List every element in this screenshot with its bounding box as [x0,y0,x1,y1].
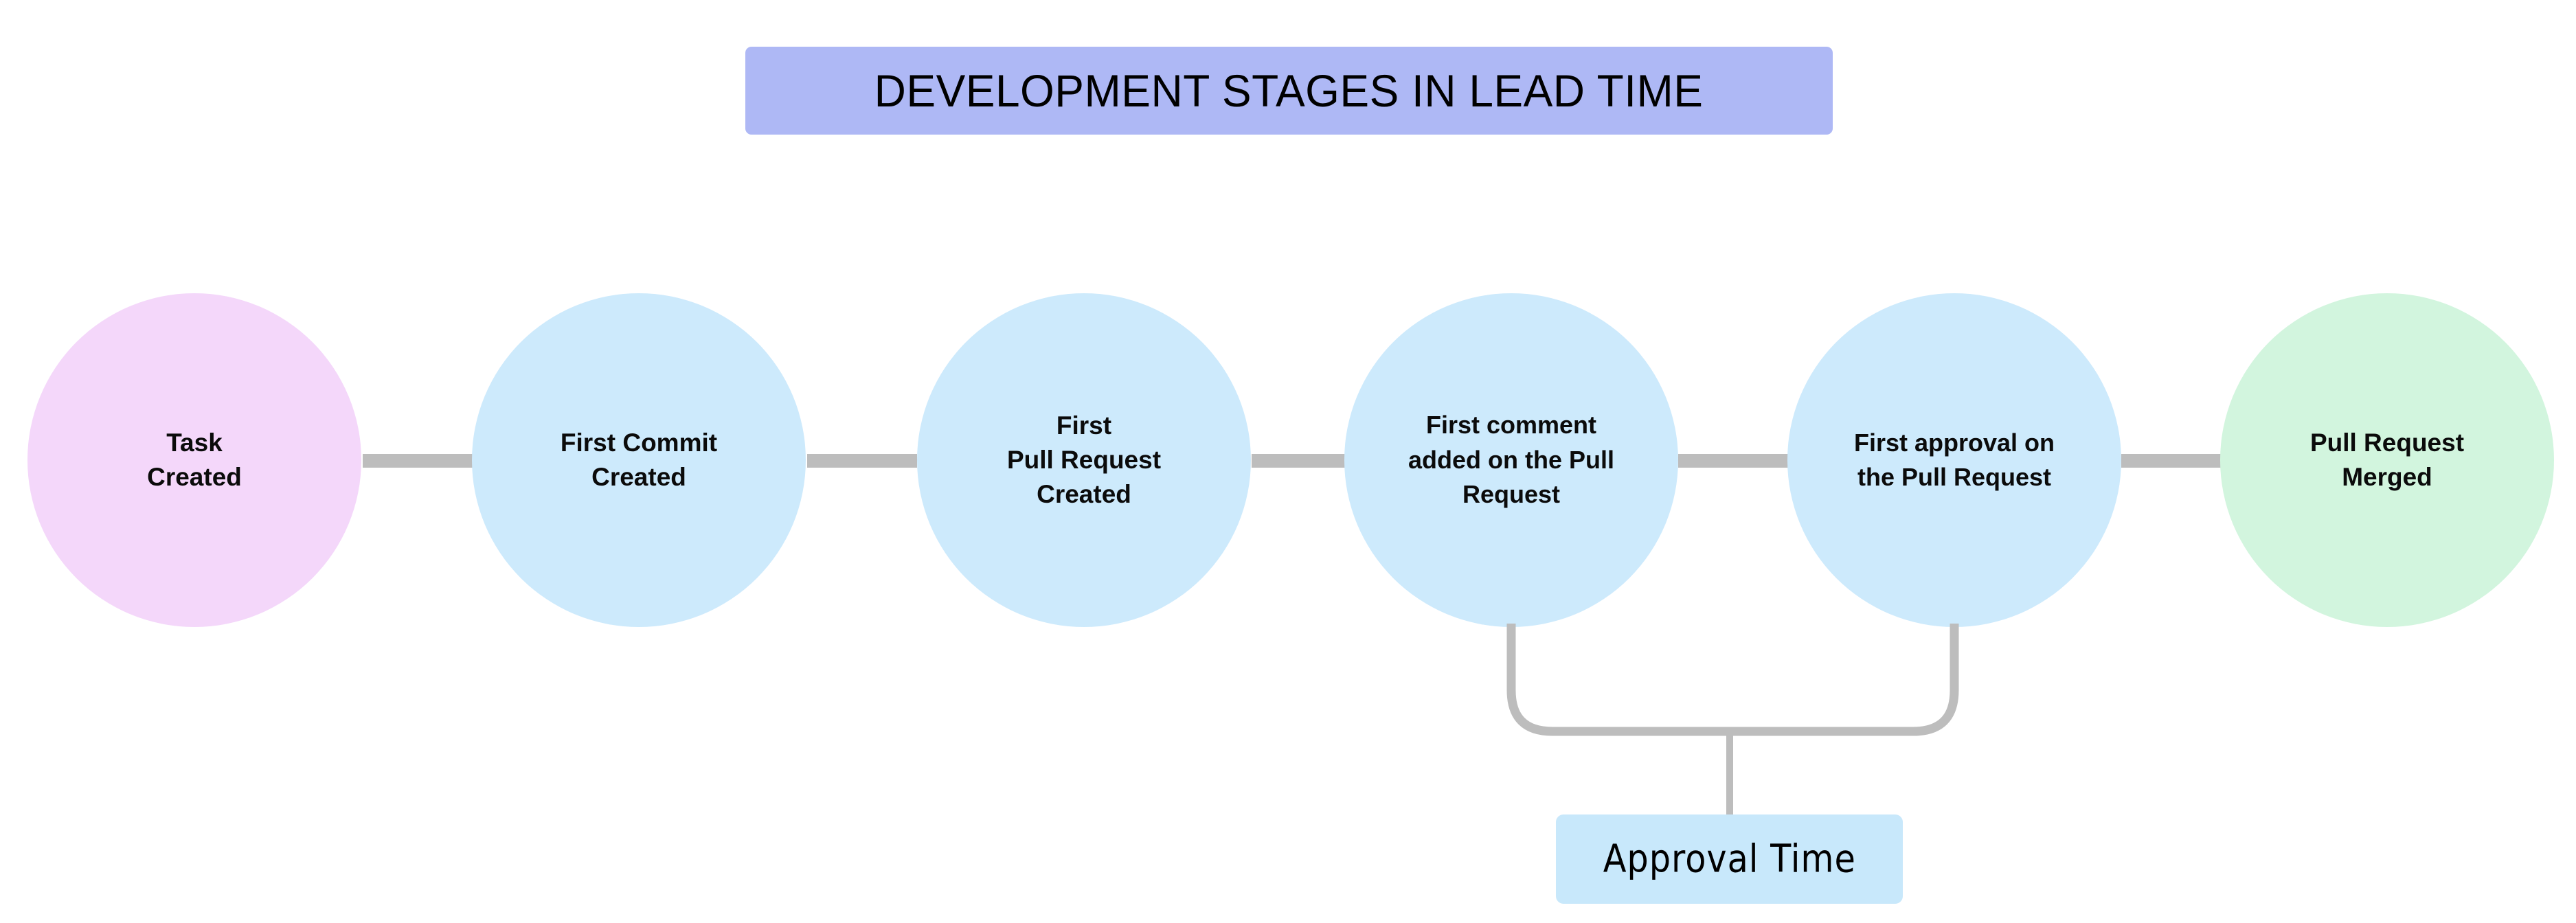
stage-label-first-approval-on-pull-request: First approval on the Pull Request [1853,428,2055,491]
connector-4 [1678,454,1788,468]
stage-label-first-comment-on-pull-request: First comment added on the Pull Request [1408,411,1614,509]
stage-node-first-pull-request-created[interactable]: First Pull Request Created [917,293,1251,627]
approval-time-bracket [1506,624,1959,817]
connector-3 [1252,454,1345,468]
connector-5 [2121,454,2221,468]
stage-node-first-commit-created[interactable]: First Commit Created [472,293,806,627]
stage-node-first-comment-on-pull-request[interactable]: First comment added on the Pull Request [1344,293,1678,627]
stage-label-first-pull-request-created: First Pull Request Created [1006,411,1162,508]
stage-label-task-created: Task Created [147,429,242,491]
stage-node-pull-request-merged[interactable]: Pull Request Merged [2220,293,2554,627]
page-title: DEVELOPMENT STAGES IN LEAD TIME [874,65,1704,116]
page-title-banner: DEVELOPMENT STAGES IN LEAD TIME [745,47,1833,135]
approval-time-badge[interactable]: Approval Time [1556,814,1903,904]
stage-label-pull-request-merged: Pull Request Merged [2309,429,2465,491]
stage-node-first-approval-on-pull-request[interactable]: First approval on the Pull Request [1787,293,2121,627]
connector-2 [807,454,917,468]
connector-1 [363,454,473,468]
stage-label-first-commit-created: First Commit Created [560,429,718,491]
stage-node-task-created[interactable]: Task Created [27,293,361,627]
approval-time-label: Approval Time [1603,836,1856,882]
